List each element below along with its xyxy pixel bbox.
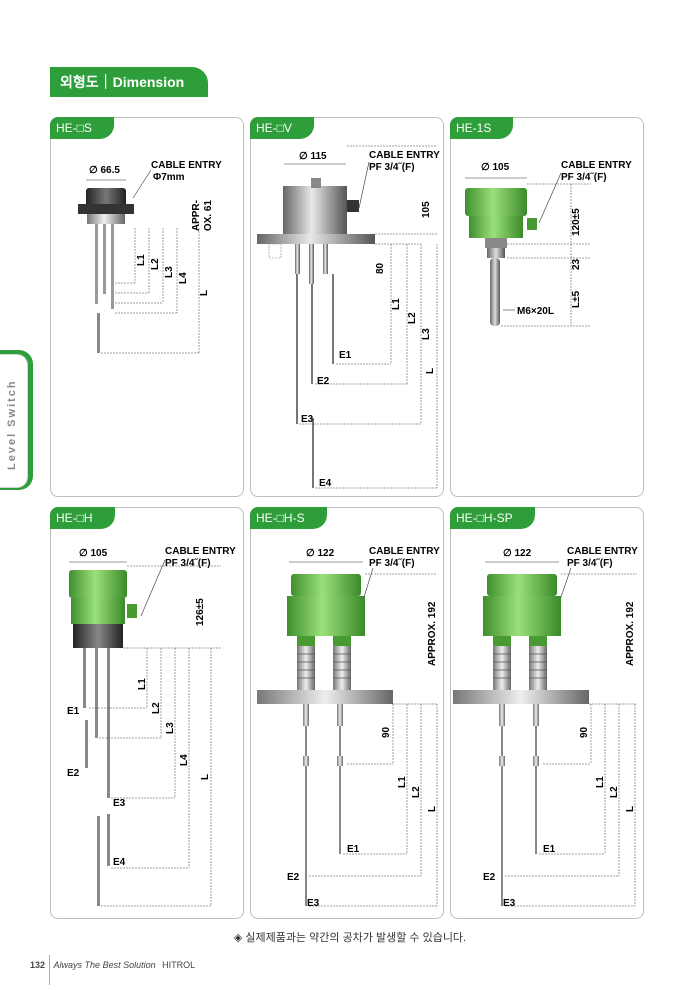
side-tab-label: Level Switch — [6, 379, 18, 470]
thread-label: M6×20L — [517, 306, 554, 317]
he-1s-drawing: ∅ 105 CABLE ENTRY PF 3/4˝(F) 120±5 23 L±… — [465, 160, 632, 327]
tolerance-note: ◈ 실제제품과는 약간의 공차가 발생할 수 있습니다. — [233, 932, 467, 944]
he-h-drawing: ∅ 105 CABLE ENTRY PF 3/4˝(F) 126±5 — [67, 546, 236, 907]
dim-l: L — [199, 290, 210, 296]
length-l: L±5 — [571, 290, 582, 308]
side-tab[interactable]: Level Switch — [0, 350, 33, 490]
dim-l2: L2 — [151, 702, 162, 714]
he-h-s-drawing: ∅ 122 CABLE ENTRY PF 3/4˝(F) — [257, 546, 440, 909]
page-number: 132 — [30, 960, 46, 970]
he-s-drawing: ∅ 66.5 CABLE ENTRY Φ7mm APPR- OX. 61 L1 … — [78, 160, 222, 354]
cable-size-label: Φ7mm — [153, 172, 185, 183]
e3-label: E3 — [301, 414, 314, 425]
dim-l2: L2 — [609, 786, 620, 798]
cable-entry-label: CABLE ENTRY — [369, 150, 440, 161]
dim-l1: L1 — [397, 776, 408, 788]
dim-l: L — [427, 806, 438, 812]
cable-entry-label: CABLE ENTRY — [561, 160, 632, 171]
dim-l2: L2 — [407, 312, 418, 324]
footer-slogan: Always The Best Solution — [53, 960, 156, 970]
e3-label: E3 — [307, 898, 320, 909]
height-approx: APPROX. 192 — [625, 601, 636, 666]
dim-l3: L3 — [421, 328, 432, 340]
cable-entry-label: CABLE ENTRY — [567, 546, 638, 557]
cable-size-label: PF 3/4˝(F) — [369, 558, 415, 569]
dim-l3: L3 — [164, 266, 175, 278]
e2-label: E2 — [483, 872, 496, 883]
dim-l4: L4 — [178, 272, 189, 284]
section-title: 외형도｜Dimension — [50, 67, 208, 97]
dia-label: ∅ 66.5 — [89, 165, 120, 176]
footer-divider — [49, 955, 50, 985]
dim-l1: L1 — [595, 776, 606, 788]
cable-size-label: PF 3/4˝(F) — [561, 172, 607, 183]
e2-label: E2 — [317, 376, 330, 387]
dim-l4: L4 — [179, 754, 190, 766]
he-v-drawing: ∅ 115 CABLE ENTRY PF 3/4˝(F) 105 — [257, 145, 440, 489]
cable-entry-label: CABLE ENTRY — [165, 546, 236, 557]
e3-label: E3 — [503, 898, 516, 909]
footer-brand: HITROL — [162, 960, 196, 970]
cable-size-label: PF 3/4˝(F) — [567, 558, 613, 569]
height-23: 23 — [571, 258, 582, 270]
e1-label: E1 — [67, 706, 80, 717]
dim-l3: L3 — [165, 722, 176, 734]
approx-label: APPR- — [191, 200, 202, 231]
panel-he-v: HE-□V ∅ 115 CABLE ENTRY PF 3/4˝(F) — [250, 117, 444, 497]
panel-tab: HE-□H-S — [250, 507, 327, 529]
panel-he-h-s: HE-□H-S ∅ 122 CABLE ENTRY PF 3/4˝(F) — [250, 507, 444, 919]
e1-label: E1 — [543, 844, 556, 855]
panel-tab: HE-□H-SP — [450, 507, 535, 529]
panel-he-1s: HE-1S ∅ 105 CABLE ENTRY PF 3/4˝(F) 120±5… — [450, 117, 644, 497]
dim-l: L — [625, 806, 636, 812]
dia-label: ∅ 122 — [306, 548, 335, 559]
e3-label: E3 — [113, 798, 126, 809]
height-90: 90 — [579, 726, 590, 738]
dim-l1: L1 — [137, 678, 148, 690]
cable-size-label: PF 3/4˝(F) — [369, 162, 415, 173]
cable-entry-label: CABLE ENTRY — [369, 546, 440, 557]
panel-tab: HE-□H — [50, 507, 115, 529]
dia-label: ∅ 115 — [299, 151, 327, 162]
height-126: 126±5 — [195, 598, 206, 626]
height-90: 90 — [381, 726, 392, 738]
e2-label: E2 — [287, 872, 300, 883]
dia-label: ∅ 105 — [79, 548, 108, 559]
panel-he-h-sp: HE-□H-SP ∅ 122 CABLE ENTRY PF 3/4˝(F) — [450, 507, 644, 919]
panel-tab: HE-1S — [450, 117, 514, 139]
panel-he-s: HE-□S ∅ 66.5 CABLE ENTRY Φ7mm APPR- OX. … — [50, 117, 244, 497]
dim-l: L — [200, 774, 211, 780]
footer: 132 Always The Best Solution HITROL — [30, 960, 195, 970]
cable-size-label: PF 3/4˝(F) — [165, 558, 211, 569]
dia-label: ∅ 105 — [481, 162, 510, 173]
height-105: 105 — [421, 201, 432, 218]
side-tab-inner — [0, 354, 28, 488]
approx-label-2: OX. 61 — [203, 200, 214, 232]
dim-l2: L2 — [411, 786, 422, 798]
dim-l2: L2 — [150, 258, 161, 270]
dim-l1: L1 — [391, 298, 402, 310]
e4-label: E4 — [113, 857, 126, 868]
cable-entry-label: CABLE ENTRY — [151, 160, 222, 171]
dim-l: L — [425, 368, 436, 374]
e1-label: E1 — [347, 844, 360, 855]
height-approx: APPROX. 192 — [427, 601, 438, 666]
dia-label: ∅ 122 — [503, 548, 532, 559]
e2-label: E2 — [67, 768, 80, 779]
panel-he-h: HE-□H ∅ 105 CABLE ENTRY PF 3/4˝(F) — [50, 507, 244, 919]
e4-label: E4 — [319, 478, 332, 489]
e1-label: E1 — [339, 350, 352, 361]
height-120: 120±5 — [571, 208, 582, 236]
panel-tab: HE-□V — [250, 117, 314, 139]
he-h-sp-drawing: ∅ 122 CABLE ENTRY PF 3/4˝(F) — [453, 546, 638, 909]
height-80: 80 — [375, 262, 386, 274]
panel-tab: HE-□S — [50, 117, 114, 139]
dim-l1: L1 — [136, 254, 147, 266]
